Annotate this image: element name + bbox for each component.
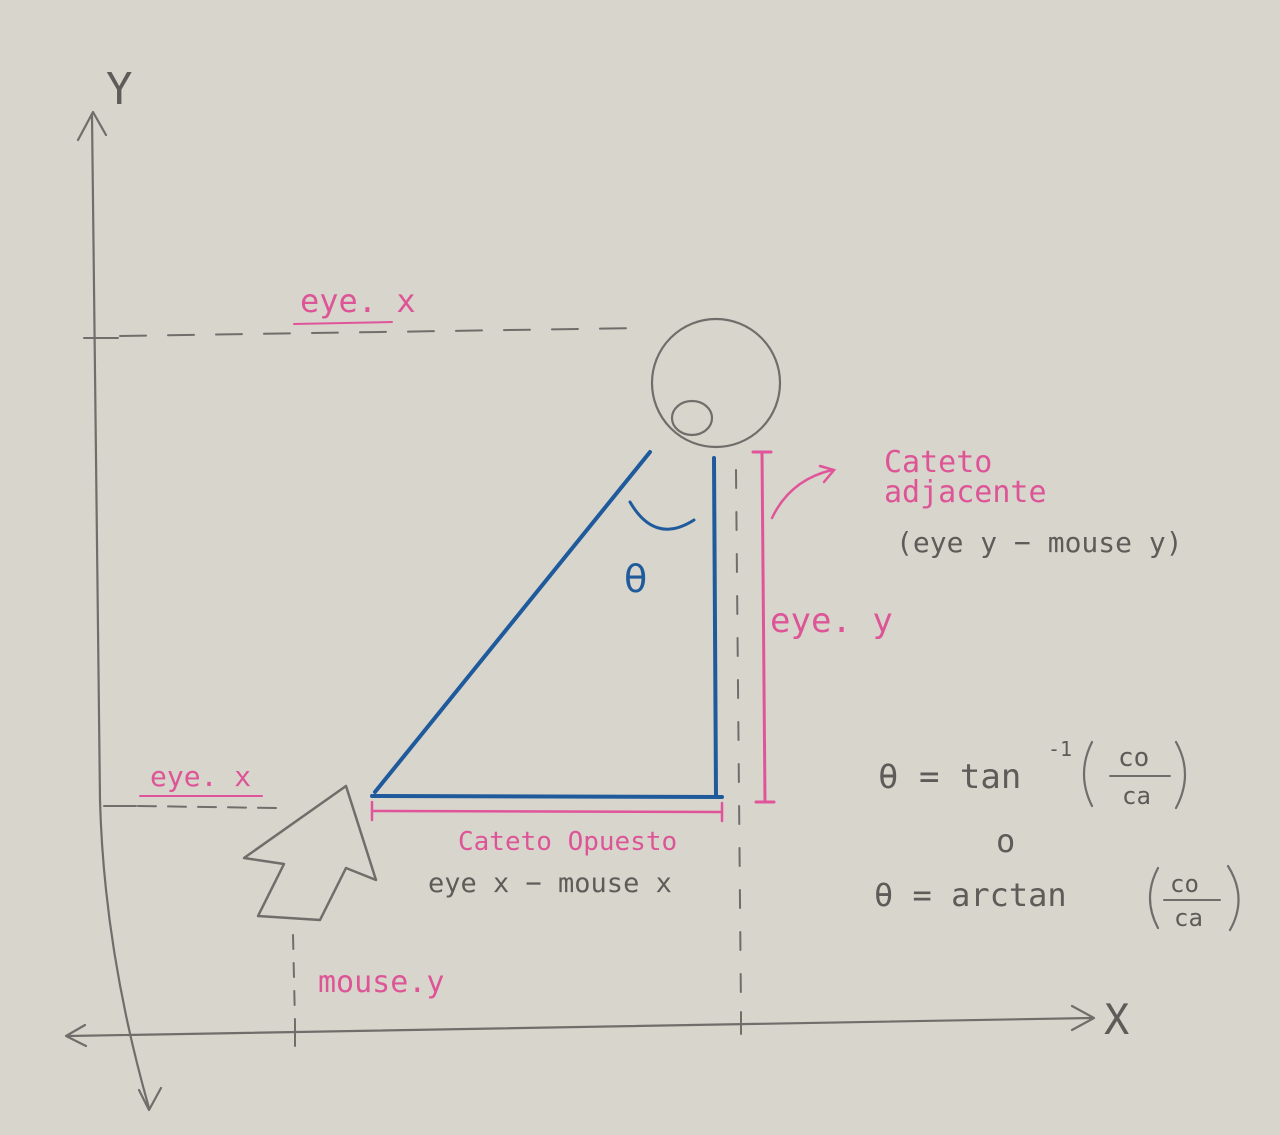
cateto-opuesto-measure-line xyxy=(370,800,724,823)
formula-1-lhs: θ = tan xyxy=(878,757,1021,797)
formula-2-lhs: θ = arctan xyxy=(874,876,1067,914)
eye-x-top-label: eye. x xyxy=(300,282,416,320)
annotation-arrow-icon xyxy=(770,464,837,520)
formula-arctan: θ = arctan co ca xyxy=(874,864,1240,932)
formula-2-numerator: co xyxy=(1170,870,1199,898)
cateto-opuesto-label: Cateto Opuesto xyxy=(458,827,677,857)
mouse-cursor-icon xyxy=(242,784,378,922)
cateto-adjacente-label-line2: adjacente xyxy=(884,475,1047,510)
axis-ticks xyxy=(83,337,742,1047)
formula-1-exponent: -1 xyxy=(1048,737,1072,761)
eye-x-left-label: eye. x xyxy=(150,760,251,793)
x-axis xyxy=(64,1004,1096,1048)
cateto-opuesto-formula: eye x − mouse x xyxy=(428,868,672,899)
theta-angle-arc xyxy=(628,500,696,531)
y-axis xyxy=(76,110,163,1112)
eye-x-left-dashed-line xyxy=(137,805,277,809)
formula-tan-inverse: θ = tan -1 co ca xyxy=(878,737,1186,810)
cateto-adjacente-label-line1: Cateto xyxy=(884,445,992,480)
formula-1-denominator: ca xyxy=(1122,782,1151,810)
right-triangle xyxy=(370,450,724,799)
theta-symbol: θ xyxy=(624,557,647,601)
mouse-y-dashed-line xyxy=(292,934,296,1023)
cateto-adjacente-formula: (eye y − mouse y) xyxy=(896,526,1183,559)
eye-x-top-dashed-line xyxy=(119,327,641,337)
x-axis-label: X xyxy=(1104,995,1129,1044)
eye-icon xyxy=(650,317,782,449)
eye-vertical-dashed-line xyxy=(735,469,742,1011)
eye-y-measure-line xyxy=(751,450,776,804)
eye-x-top-underline xyxy=(293,321,393,325)
formula-2-denominator: ca xyxy=(1174,904,1203,932)
formula-1-numerator: co xyxy=(1118,743,1149,773)
mouse-y-label: mouse.y xyxy=(318,965,444,1000)
eye-y-label: eye. y xyxy=(770,601,893,641)
formula-or-word: o xyxy=(996,822,1015,860)
y-axis-label: Y xyxy=(106,64,133,115)
